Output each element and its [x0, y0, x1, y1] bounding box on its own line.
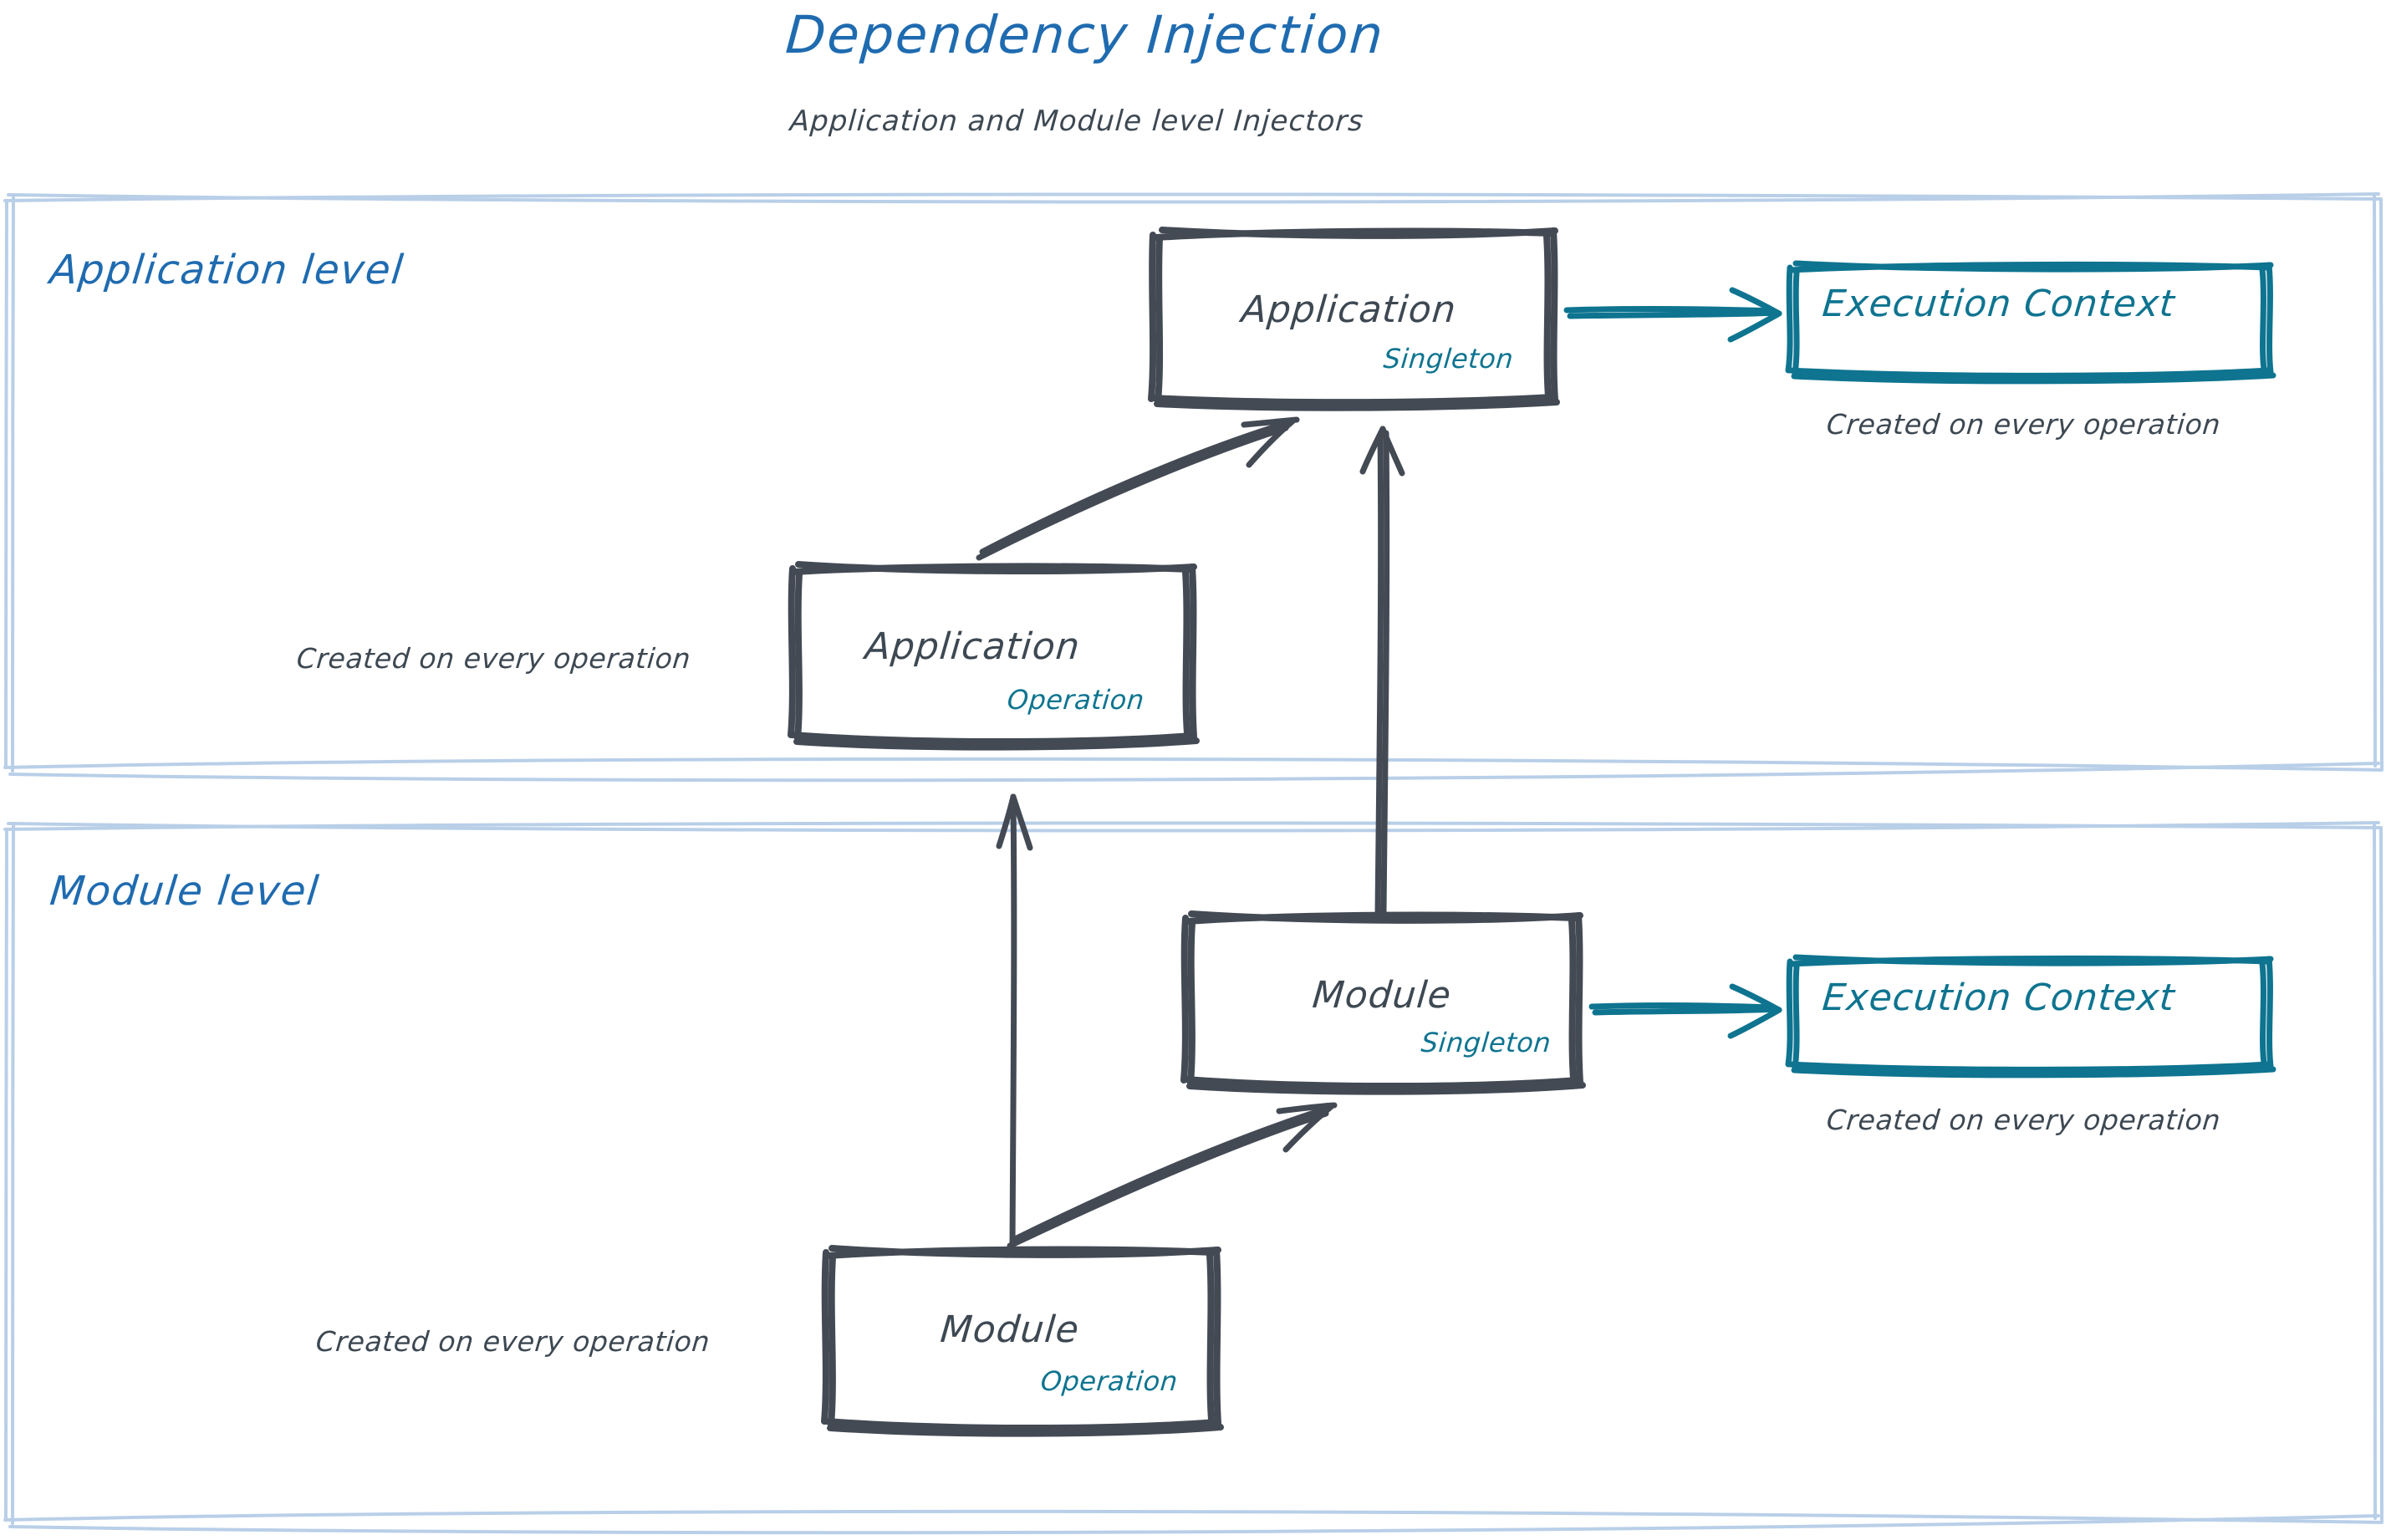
page-subtitle: Application and Module level Injectors — [788, 105, 1365, 138]
edge-app-singleton-to-execution-context — [1563, 287, 1782, 343]
module-operation-box-title: Module — [938, 1308, 1082, 1351]
edge-module-operation-to-app-operation — [996, 793, 1033, 1251]
module-operation-box-scope: Operation — [1039, 1365, 1180, 1397]
execution-context-module-caption: Created on every operation — [1825, 1104, 2222, 1136]
execution-context-module-title: Execution Context — [1820, 977, 2177, 1019]
page-title: Dependency Injection — [783, 4, 1387, 65]
application-operation-caption: Created on every operation — [295, 642, 692, 675]
application-operation-box-scope: Operation — [1006, 684, 1146, 716]
application-operation-box-title: Application — [863, 625, 1083, 668]
application-level-label: Application level — [48, 247, 407, 293]
application-singleton-box-title: Application — [1239, 288, 1459, 331]
module-singleton-box-title: Module — [1310, 974, 1454, 1017]
application-singleton-box-scope: Singleton — [1382, 343, 1515, 375]
edge-app-operation-to-app-singleton — [976, 416, 1300, 561]
edge-module-operation-to-module-singleton — [1007, 1102, 1338, 1249]
edge-module-singleton-to-execution-context — [1588, 983, 1782, 1039]
module-operation-caption: Created on every operation — [314, 1325, 711, 1358]
execution-context-app-title: Execution Context — [1820, 283, 2177, 325]
module-singleton-box-scope: Singleton — [1420, 1027, 1552, 1058]
module-level-label: Module level — [48, 868, 322, 915]
execution-context-app-caption: Created on every operation — [1825, 408, 2222, 441]
module-level-container — [3, 821, 2383, 1535]
edge-module-singleton-to-app-singleton — [1359, 426, 1405, 919]
